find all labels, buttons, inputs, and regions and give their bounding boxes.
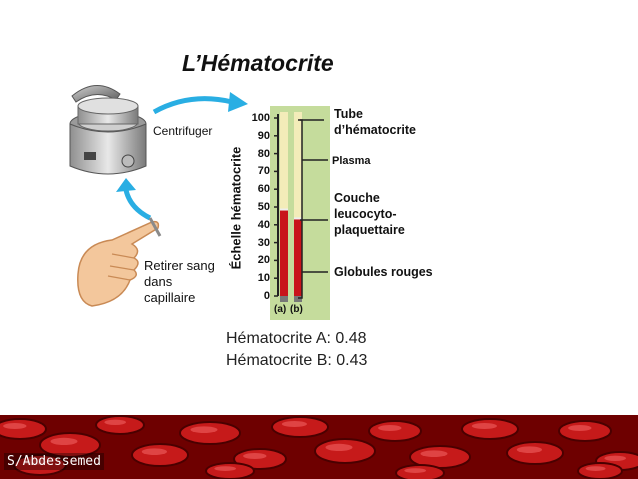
scale-tick-label: 30: [257, 236, 270, 249]
red-cell-shape: [205, 462, 255, 479]
red-cell-highlight: [568, 425, 592, 431]
tube-a-label: (a): [274, 304, 286, 315]
red-cell-highlight: [325, 443, 353, 451]
scale-tick-label: 80: [257, 147, 270, 160]
draw-blood-line: dans: [144, 274, 173, 289]
hand-illustration: [77, 217, 162, 307]
buffy-coat-line: Couche: [334, 191, 380, 205]
red-cells-annotation: Globules rouges: [334, 265, 433, 279]
scale-tick-label: 100: [251, 112, 270, 124]
tube-annotation-line: Tube: [334, 107, 363, 121]
tube-b-label: (b): [290, 304, 303, 315]
centrifuge-label: Centrifuger: [153, 124, 213, 138]
tube-a-red-cells: [280, 210, 288, 296]
draw-blood-line: Retirer sang: [144, 258, 215, 273]
red-cell-shape: [131, 443, 189, 467]
diagram-title: L’Hématocrite: [182, 50, 334, 76]
red-cell-highlight: [585, 466, 606, 471]
tube-a-seal: [280, 296, 288, 302]
red-cell-shape: [95, 415, 145, 435]
red-cell-highlight: [214, 466, 236, 471]
scale-tick-label: 60: [257, 183, 270, 196]
tube-b-buffy-coat: [294, 217, 302, 220]
tube-a-buffy-coat: [280, 208, 288, 211]
red-cell-highlight: [471, 423, 497, 429]
centrifuge-arrow: [152, 92, 248, 115]
red-cell-highlight: [404, 468, 427, 473]
red-cell-shape: [558, 420, 612, 442]
tube-b-red-cells: [294, 219, 302, 296]
red-cell-highlight: [23, 459, 47, 465]
plasma-annotation: Plasma: [332, 155, 371, 167]
buffy-coat-line: leucocyto-: [334, 207, 397, 221]
hematocrit-b-result: Hématocrite B: 0.43: [226, 352, 368, 369]
hematocrit-a-result: Hématocrite A: 0.48: [226, 330, 367, 347]
red-cell-highlight: [3, 423, 27, 429]
tube-a: [280, 112, 288, 302]
red-cell-shape: [271, 416, 329, 438]
red-cell-highlight: [141, 448, 167, 455]
red-cell-highlight: [604, 455, 626, 461]
scale-tick-label: 90: [257, 129, 270, 142]
red-cell-shape: [577, 462, 623, 479]
buffy-coat-annotation: Couche leucocyto- plaquettaire: [334, 190, 405, 238]
red-cell-shape: [368, 420, 422, 442]
red-cell-shape: [314, 438, 376, 464]
red-cell-highlight: [243, 453, 267, 459]
tube-a-plasma: [280, 112, 288, 211]
tube-b: [294, 112, 302, 302]
tube-b-plasma: [294, 112, 302, 220]
tube-b-seal: [294, 296, 302, 302]
footer-red-cells-band: [0, 415, 638, 479]
red-cell-highlight: [378, 425, 402, 431]
scale-axis-label: Échelle hématocrite: [228, 146, 244, 270]
draw-blood-line: capillaire: [144, 290, 196, 305]
centrifuge-illustration: [69, 85, 147, 175]
scale-tick-label: 0: [263, 290, 270, 302]
red-cell-highlight: [516, 446, 543, 453]
scale-tick-label: 40: [257, 218, 270, 231]
red-cell-shape: [179, 421, 241, 445]
draw-blood-label: Retirer sang dans capillaire: [144, 258, 215, 306]
scale-tick-marks: [274, 117, 278, 297]
red-cell-highlight: [50, 437, 78, 445]
red-cells-pattern: [0, 415, 638, 479]
red-cell-highlight: [281, 421, 307, 427]
red-cell-shape: [461, 418, 519, 440]
red-cell-shape: [0, 418, 47, 440]
tube-panel: (a) (b): [270, 106, 330, 320]
scale-tick-label: 70: [257, 165, 270, 178]
buffy-coat-line: plaquettaire: [334, 223, 405, 237]
scale-tick-label: 20: [257, 254, 270, 267]
bracket-main: [298, 119, 303, 299]
scale-tick-label: 10: [257, 272, 270, 285]
red-cell-highlight: [190, 426, 218, 433]
tube-annotation-line: d’hématocrite: [334, 123, 416, 137]
red-cell-highlight: [420, 450, 448, 457]
draw-arrow: [116, 178, 152, 221]
red-cell-shape: [506, 441, 564, 465]
author-signature: S/Abdessemed: [4, 453, 104, 470]
red-cell-highlight: [104, 419, 126, 425]
tube-annotation: Tube d’hématocrite: [334, 106, 416, 138]
scale-tick-label: 50: [257, 201, 270, 213]
annotation-brackets: [298, 119, 328, 299]
